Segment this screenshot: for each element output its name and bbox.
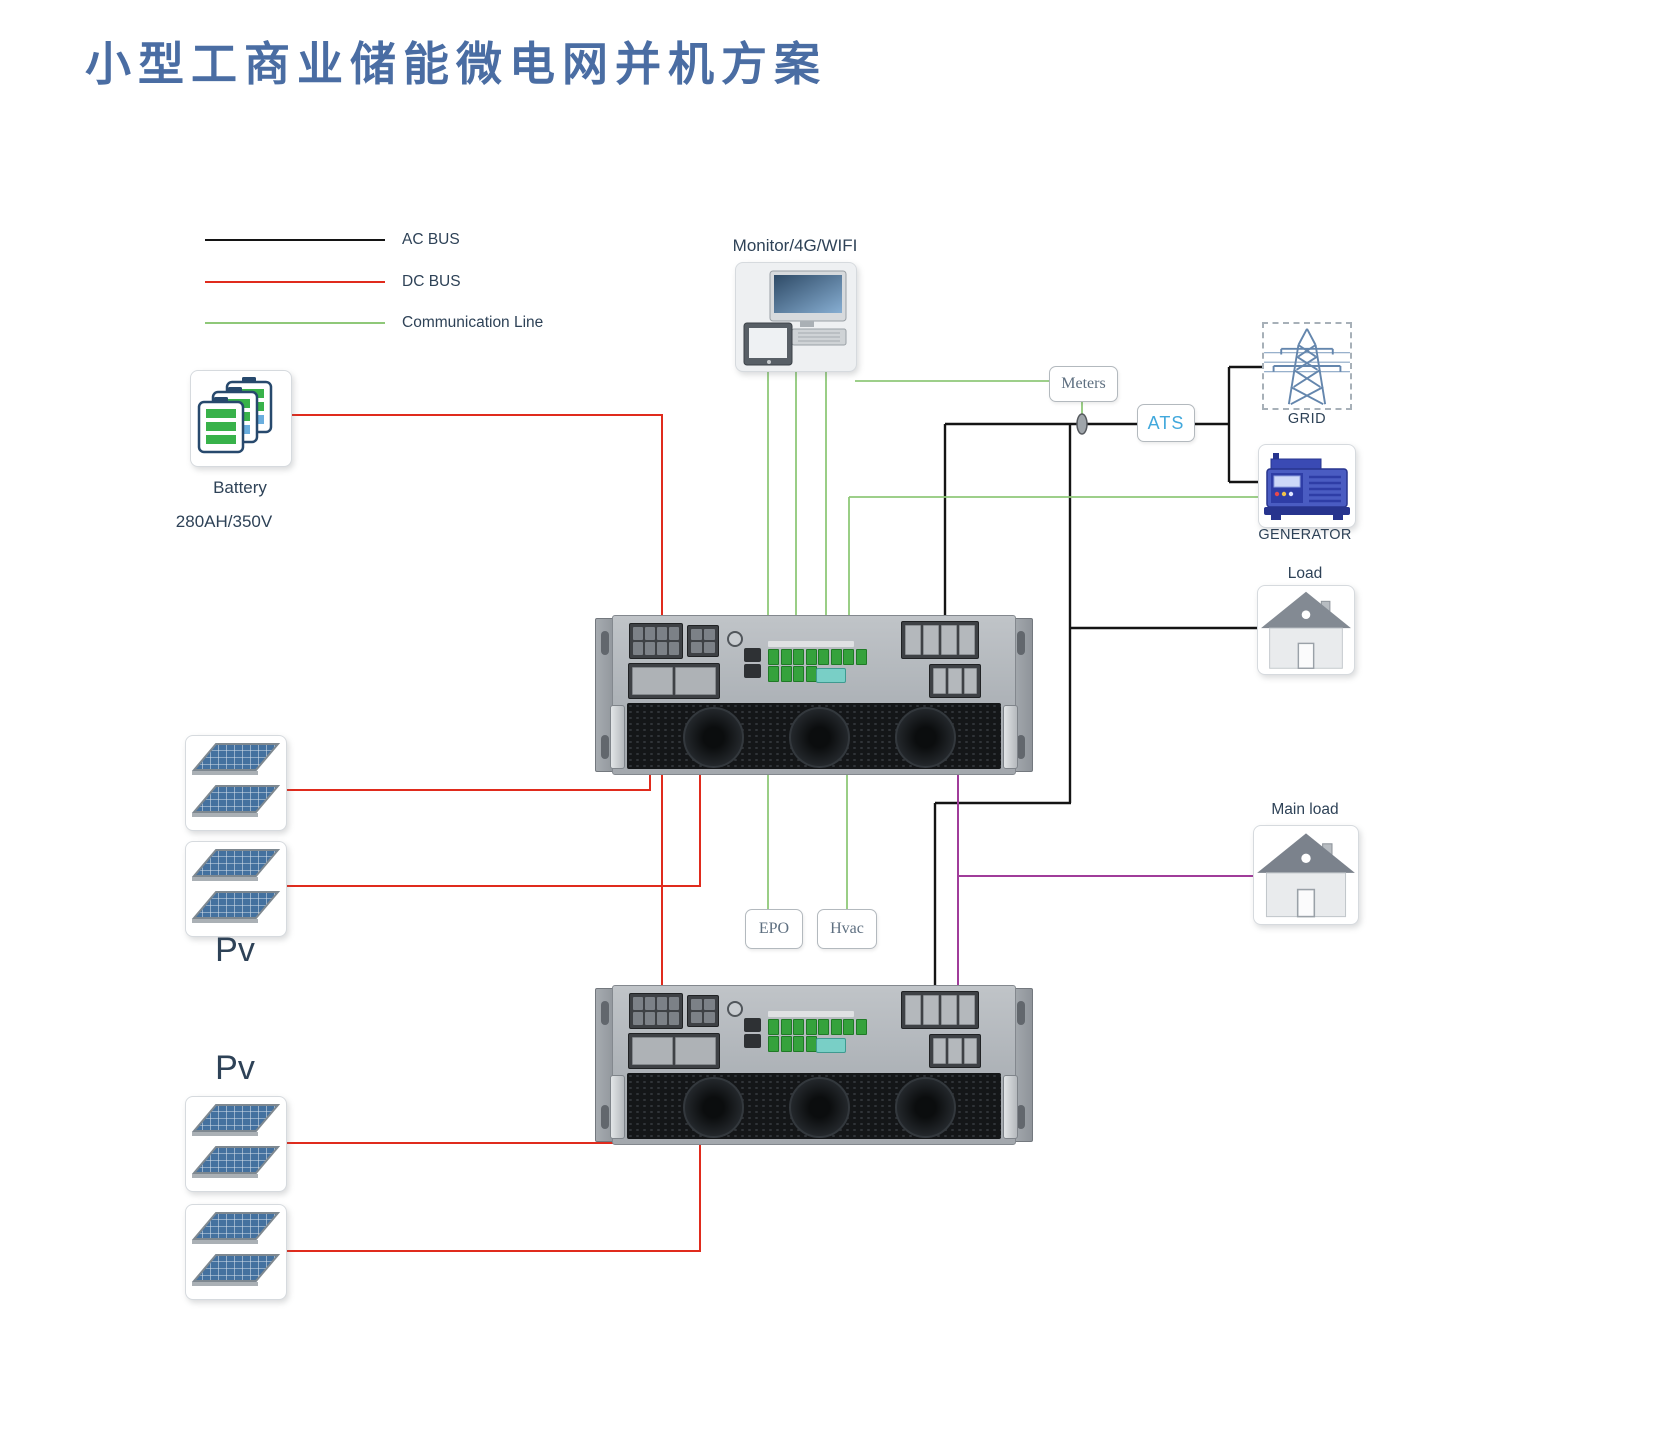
comm-port bbox=[744, 664, 761, 678]
solar-panel-graphic bbox=[191, 849, 281, 923]
transmission-tower-graphic bbox=[1264, 328, 1350, 406]
ground-screw bbox=[727, 1001, 743, 1017]
load-label: Load bbox=[1287, 565, 1323, 582]
solar-panel-graphic bbox=[191, 1212, 281, 1286]
battery-terminal-block bbox=[628, 663, 720, 699]
solar-panel-graphic bbox=[191, 743, 281, 817]
inverter-unit-2 bbox=[595, 985, 1033, 1145]
fan bbox=[789, 707, 850, 768]
fan-grille bbox=[627, 1073, 1001, 1139]
pv-lower-label: Pv bbox=[215, 1049, 255, 1087]
terminal-label-strip bbox=[768, 641, 854, 647]
legend-ac-bus-line bbox=[205, 239, 385, 241]
pv-array-icon-3 bbox=[185, 1096, 287, 1192]
pv-array-icon-4 bbox=[185, 1204, 287, 1300]
legend-dc-bus-label: DC BUS bbox=[402, 273, 461, 290]
legend-communication-label: Communication Line bbox=[402, 314, 544, 331]
fan bbox=[789, 1077, 850, 1138]
generator-label: GENERATOR bbox=[1258, 527, 1352, 543]
pv-array-icon-2 bbox=[185, 841, 287, 937]
comm-port bbox=[744, 1018, 761, 1032]
inverter-front-panel bbox=[612, 615, 1016, 775]
fan-grille bbox=[627, 703, 1001, 769]
ground-screw bbox=[727, 631, 743, 647]
pv-upper-label: Pv bbox=[215, 931, 255, 969]
fan bbox=[683, 1077, 744, 1138]
monitor-icon bbox=[735, 262, 857, 372]
battery-spec-label: 280AH/350V bbox=[175, 512, 273, 531]
dc-connector-block bbox=[629, 993, 683, 1029]
grid-label: GRID bbox=[1287, 411, 1327, 427]
connector-block bbox=[687, 995, 719, 1027]
fan bbox=[895, 707, 956, 768]
comm-port bbox=[744, 648, 761, 662]
legend-ac-bus-label: AC BUS bbox=[402, 231, 460, 248]
battery-graphic bbox=[197, 377, 273, 454]
battery-label: Battery bbox=[213, 478, 267, 497]
monitor-label: Monitor/4G/WIFI bbox=[732, 236, 858, 255]
legend-dc-bus-line bbox=[205, 281, 385, 283]
signal-terminal-strip bbox=[768, 666, 817, 682]
inverter-front-panel bbox=[612, 985, 1016, 1145]
generator-icon bbox=[1258, 444, 1356, 528]
ac-terminal-block bbox=[901, 621, 979, 659]
meters-box: Meters bbox=[1049, 366, 1118, 402]
rack-handle bbox=[1003, 705, 1018, 769]
load-house-icon bbox=[1257, 585, 1355, 675]
ats-box: ATS bbox=[1137, 404, 1195, 442]
terminal-label-strip bbox=[768, 1011, 854, 1017]
inverter-unit-1 bbox=[595, 615, 1033, 775]
grid-icon bbox=[1262, 322, 1352, 410]
battery-icon bbox=[190, 370, 292, 467]
connector-block bbox=[687, 625, 719, 657]
main-load-house-icon bbox=[1253, 825, 1359, 925]
signal-terminal-strip bbox=[768, 649, 867, 665]
rack-handle bbox=[610, 705, 625, 769]
signal-terminal-strip bbox=[768, 1019, 867, 1035]
generator-graphic bbox=[1264, 453, 1350, 520]
rack-handle bbox=[610, 1075, 625, 1139]
io-module bbox=[816, 668, 846, 683]
io-module bbox=[816, 1038, 846, 1053]
rack-handle bbox=[1003, 1075, 1018, 1139]
output-terminal-block bbox=[929, 664, 981, 698]
pv-array-icon-1 bbox=[185, 735, 287, 831]
signal-terminal-strip bbox=[768, 1036, 817, 1052]
fan bbox=[895, 1077, 956, 1138]
legend-communication-line bbox=[205, 322, 385, 324]
main-load-label: Main load bbox=[1271, 801, 1339, 818]
battery-terminal-block bbox=[628, 1033, 720, 1069]
epo-box: EPO bbox=[745, 909, 803, 949]
monitor-graphic bbox=[743, 270, 847, 366]
page-title: 小型工商业储能微电网并机方案 bbox=[85, 39, 827, 90]
fan bbox=[683, 707, 744, 768]
house-graphic bbox=[1257, 833, 1355, 918]
ac-terminal-block bbox=[901, 991, 979, 1029]
solar-panel-graphic bbox=[191, 1104, 281, 1178]
ct-sensor bbox=[1076, 413, 1088, 435]
hvac-box: Hvac bbox=[817, 909, 877, 949]
comm-port bbox=[744, 1034, 761, 1048]
output-terminal-block bbox=[929, 1034, 981, 1068]
dc-connector-block bbox=[629, 623, 683, 659]
house-graphic bbox=[1261, 591, 1351, 669]
